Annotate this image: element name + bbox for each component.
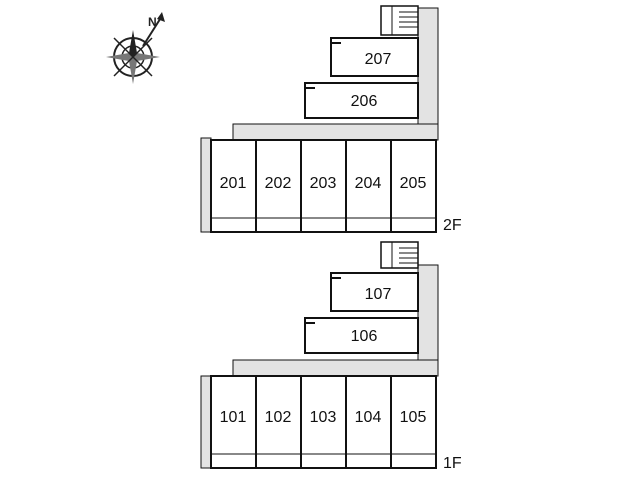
room-label-107: 107 (365, 286, 392, 303)
room-label-102[interactable]: 102 (265, 409, 292, 426)
room-label-106: 106 (351, 328, 378, 345)
floor-label-1f: 1F (443, 455, 462, 472)
room-label-204[interactable]: 204 (355, 175, 382, 192)
room-label-205[interactable]: 205 (400, 175, 427, 192)
room-label-202[interactable]: 202 (265, 175, 292, 192)
compass-rose-icon (106, 12, 165, 84)
floor-2f-walkway (200, 7, 439, 233)
room-label-203[interactable]: 203 (310, 175, 337, 192)
floor-1f-walkway (200, 264, 439, 469)
compass-north-label: N (148, 15, 157, 29)
room-206[interactable]: 206 (304, 82, 419, 119)
room-label-103[interactable]: 103 (310, 409, 337, 426)
room-207[interactable]: 207 (330, 37, 419, 77)
room-106[interactable]: 106 (304, 317, 419, 354)
room-label-206: 206 (351, 93, 378, 110)
room-label-105[interactable]: 105 (400, 409, 427, 426)
room-107[interactable]: 107 (330, 272, 419, 312)
room-label-207: 207 (365, 51, 392, 68)
floor-label-2f: 2F (443, 217, 462, 234)
room-label-104[interactable]: 104 (355, 409, 382, 426)
floor-2f-stair (380, 5, 419, 36)
floor-1f-front-rooms (210, 375, 437, 469)
room-label-101[interactable]: 101 (220, 409, 247, 426)
room-label-201[interactable]: 201 (220, 175, 247, 192)
floor-2f-front-rooms (210, 139, 437, 233)
floor-1f-stair (380, 241, 419, 269)
